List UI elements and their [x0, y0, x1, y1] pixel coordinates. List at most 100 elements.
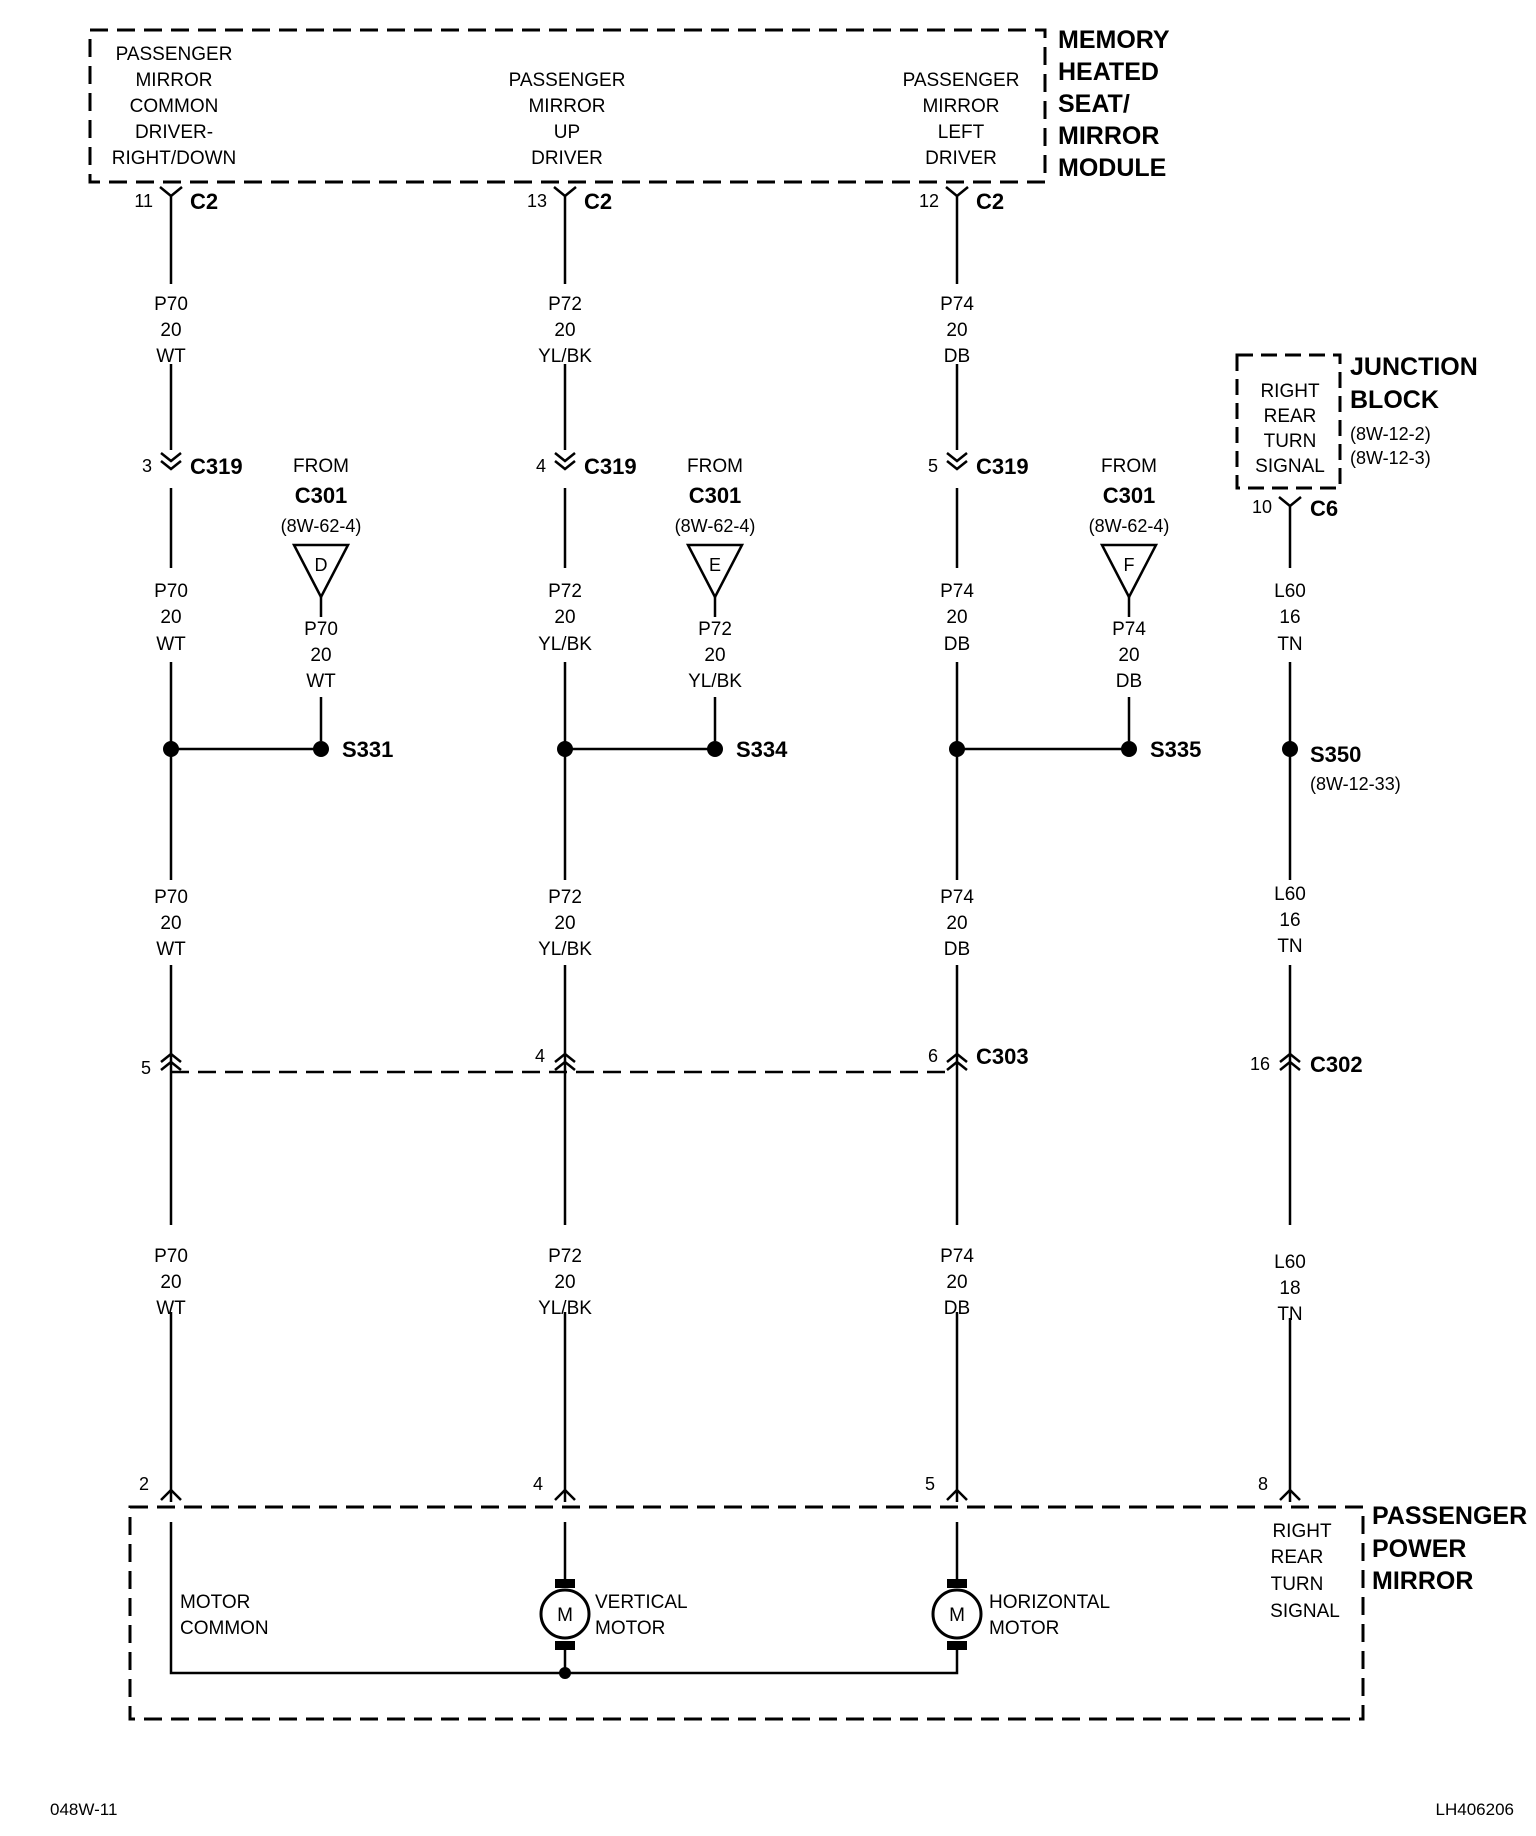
- junction-block-box: [1235, 353, 1342, 490]
- p74-wire-gauge-4: 20: [946, 1272, 967, 1293]
- p74-wire-gauge-3: 20: [946, 913, 967, 934]
- jb-connector: C6: [1310, 496, 1338, 521]
- mirror-title-line-3: MIRROR: [1372, 1567, 1473, 1595]
- p74-wire-color-3: DB: [944, 939, 970, 960]
- motor-common-junction: [559, 1667, 571, 1679]
- p74-from-connector: C301: [1103, 483, 1156, 508]
- jb-label-line-1: RIGHT: [1260, 381, 1320, 402]
- p72-offpage-triangle: [685, 543, 745, 600]
- module-title-line-4: MIRROR: [1058, 122, 1159, 150]
- p72-module-connector: C2: [584, 189, 612, 214]
- module-title-line-1: MEMORY: [1058, 26, 1170, 54]
- up-driver-line-2: MIRROR: [528, 96, 605, 117]
- p72-wire-gauge-2: 20: [554, 607, 575, 628]
- jb-title-line-1: JUNCTION: [1350, 353, 1478, 381]
- p72-offpage-letter: E: [709, 555, 721, 575]
- p70-wire-color-3: WT: [156, 939, 186, 960]
- p70-c303-pin: 5: [141, 1058, 151, 1078]
- splice-s350: S350: [1310, 742, 1361, 767]
- footer-right-code: LH406206: [1436, 1800, 1514, 1819]
- p72-module-pin: 13: [527, 191, 547, 211]
- vertical-motor-line-2: MOTOR: [595, 1618, 665, 1639]
- output-common-driver-label: PASSENGER MIRROR COMMON DRIVER- RIGHT/DO…: [112, 44, 237, 169]
- c302-connector-label: C302: [1310, 1052, 1363, 1077]
- p74-wire-color-2: DB: [944, 634, 970, 655]
- horizontal-motor-symbol: M: [949, 1605, 965, 1626]
- memory-module-title: MEMORY HEATED SEAT/ MIRROR MODULE: [1058, 26, 1170, 182]
- p70-wire-color-2: WT: [156, 634, 186, 655]
- junction-block-inner-label: RIGHT REAR TURN SIGNAL: [1255, 381, 1325, 477]
- p74-wire-color-1: DB: [944, 346, 970, 367]
- l60-mirror-pin: 8: [1258, 1474, 1268, 1494]
- p70-from-label: FROM: [293, 456, 349, 477]
- l60-wire-code-3: L60: [1274, 1252, 1306, 1273]
- mirror-turn-line-4: SIGNAL: [1270, 1601, 1340, 1622]
- p72-mirror-pin: 4: [533, 1474, 543, 1494]
- p74-branch-color: DB: [1116, 671, 1142, 692]
- circuit-p72: 13 C2 P72 20 YL/BK 4 C319 P72 20 YL/BK S…: [527, 185, 788, 1502]
- circuit-p70: 11 C2 P70 20 WT 3 C319 P70 20 WT S331 FR…: [134, 185, 393, 1502]
- p74-branch-code: P74: [1112, 619, 1146, 640]
- p70-wire-code-4: P70: [154, 1246, 188, 1267]
- p74-wire-code-2: P74: [940, 581, 974, 602]
- p70-from-connector: C301: [295, 483, 348, 508]
- l60-wire-color-2: TN: [1277, 936, 1302, 957]
- p72-wire-gauge-3: 20: [554, 913, 575, 934]
- p70-mirror-pin: 2: [139, 1474, 149, 1494]
- p74-offpage-letter: F: [1124, 555, 1135, 575]
- output-left-driver-label: PASSENGER MIRROR LEFT DRIVER: [903, 70, 1020, 169]
- module-title-line-5: MODULE: [1058, 154, 1166, 182]
- splice-s331: S331: [342, 737, 393, 762]
- up-driver-line-1: PASSENGER: [509, 70, 626, 91]
- p72-branch-color: YL/BK: [688, 671, 742, 692]
- module-title-line-2: HEATED: [1058, 58, 1159, 86]
- horizontal-motor: M: [931, 1579, 983, 1650]
- p70-wire-color-1: WT: [156, 346, 186, 367]
- p74-module-pin: 12: [919, 191, 939, 211]
- p72-wire-gauge-4: 20: [554, 1272, 575, 1293]
- p74-mirror-pin: 5: [925, 1474, 935, 1494]
- c303-connector-label: C303: [976, 1044, 1029, 1069]
- p70-wire-color-4: WT: [156, 1298, 186, 1319]
- p74-wire-color-4: DB: [944, 1298, 970, 1319]
- p70-c319-connector: C319: [190, 454, 243, 479]
- output-up-driver-label: PASSENGER MIRROR UP DRIVER: [509, 70, 626, 169]
- horizontal-motor-line-1: HORIZONTAL: [989, 1592, 1110, 1613]
- p72-branch-code: P72: [698, 619, 732, 640]
- l60-wire-color-1: TN: [1277, 634, 1302, 655]
- memory-module: MEMORY HEATED SEAT/ MIRROR MODULE PASSEN…: [88, 26, 1170, 184]
- p74-module-connector: C2: [976, 189, 1004, 214]
- p74-from-label: FROM: [1101, 456, 1157, 477]
- motor-common-line-1: MOTOR: [180, 1592, 250, 1613]
- l60-wire-gauge-3: 18: [1279, 1278, 1300, 1299]
- p70-wire-gauge-4: 20: [160, 1272, 181, 1293]
- jb-label-line-2: REAR: [1264, 406, 1317, 427]
- l60-wire-gauge-1: 16: [1279, 607, 1300, 628]
- l60-wire-code-1: L60: [1274, 581, 1306, 602]
- p70-wire-gauge-2: 20: [160, 607, 181, 628]
- splice-s350-ref: (8W-12-33): [1310, 774, 1401, 794]
- up-driver-line-3: UP: [554, 122, 580, 143]
- p72-from-ref: (8W-62-4): [675, 516, 756, 536]
- l60-wire-gauge-2: 16: [1279, 910, 1300, 931]
- p70-wire-gauge-3: 20: [160, 913, 181, 934]
- p72-wire-color-3: YL/BK: [538, 939, 592, 960]
- vertical-motor: M: [539, 1579, 591, 1650]
- p70-wire-code-2: P70: [154, 581, 188, 602]
- circuit-p74: 12 C2 P74 20 DB 5 C319 P74 20 DB S335 FR…: [919, 185, 1201, 1502]
- common-driver-line-2: MIRROR: [135, 70, 212, 91]
- p72-c303-pin: 4: [535, 1046, 545, 1066]
- p70-from-c301: FROM C301 (8W-62-4) D P70 20 WT: [281, 456, 361, 741]
- module-title-line-3: SEAT/: [1058, 90, 1130, 118]
- common-driver-line-5: RIGHT/DOWN: [112, 148, 237, 169]
- p70-splice-dot-right: [313, 741, 329, 757]
- p72-wire-color-4: YL/BK: [538, 1298, 592, 1319]
- left-driver-line-4: DRIVER: [925, 148, 997, 169]
- p72-wire-code-2: P72: [548, 581, 582, 602]
- mirror-box: [128, 1505, 1365, 1721]
- mirror-turn-line-2: REAR: [1271, 1547, 1324, 1568]
- jb-label-line-4: SIGNAL: [1255, 456, 1325, 477]
- jb-label-line-3: TURN: [1264, 431, 1317, 452]
- common-driver-line-1: PASSENGER: [116, 44, 233, 65]
